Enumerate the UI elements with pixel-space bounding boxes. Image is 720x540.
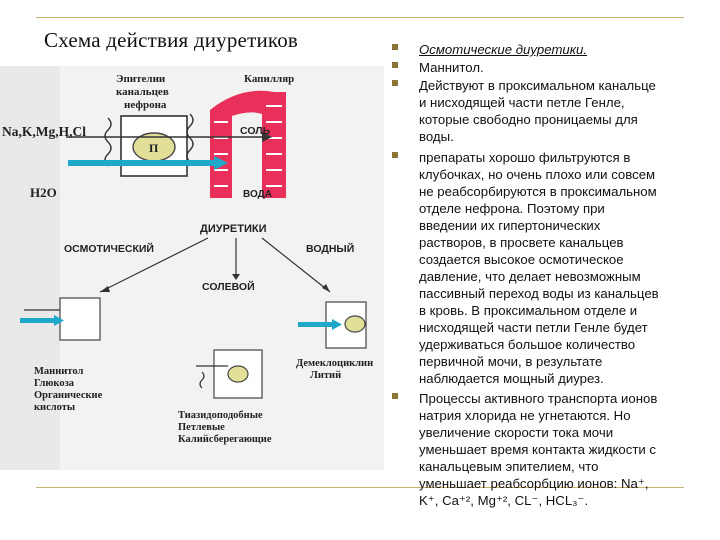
diuretics-label: ДИУРЕТИКИ — [200, 223, 267, 235]
right-group-1: Демеклоциклин — [296, 358, 373, 369]
middle-group-1: Тиазидоподобные — [178, 410, 263, 421]
diuretics-diagram: Эпителии канальцев нефрона Капилляр Na,K… — [0, 66, 384, 470]
bullet-4-line: давление, что делает невозможным — [419, 269, 641, 284]
capillary-label: Капилляр — [244, 73, 294, 85]
bullet-text-5: Процессы активного транспорта ионов натр… — [419, 390, 689, 509]
bullet-marker — [392, 44, 398, 50]
bullet-4-line: пассивный переход воды из канальцев — [419, 286, 659, 301]
bullet-5-line: K⁺, Ca⁺², Mg⁺², CL⁻, HCL₃⁻. — [419, 493, 589, 508]
slide-title: Схема действия диуретиков — [44, 28, 299, 52]
bullet-4-line: клубочках, но очень плохо или совсем — [419, 167, 656, 182]
middle-group-2: Петлевые — [178, 422, 225, 433]
bullet-text-1: Осмотические диуретики. — [419, 42, 587, 57]
epithelium-label-2: канальцев — [116, 86, 169, 98]
bullet-text-4: препараты хорошо фильтруются в клубочках… — [419, 149, 689, 387]
saline-label: СОЛЕВОЙ — [202, 280, 255, 293]
bullet-3-line: и нисходящей части петле Генле, — [419, 95, 625, 110]
bullet-marker — [392, 80, 398, 86]
bullet-text-2: Маннитол. — [419, 60, 484, 75]
bullet-marker — [392, 62, 398, 68]
bullet-4-line: нисходящей части петли Генле будет — [419, 320, 648, 335]
bullet-text-3: Действуют в проксимальном канальце и нис… — [419, 77, 689, 145]
bullet-4-line: не реабсорбируются в проксимальном — [419, 184, 657, 199]
left-group-2: Глюкоза — [34, 378, 75, 389]
bullet-3-line: воды. — [419, 129, 454, 144]
salt-label: СОЛЬ — [240, 125, 271, 137]
right-group-2: Литий — [310, 370, 341, 381]
bullet-5-line: натрия хлорида не угнетаются. Но — [419, 408, 631, 423]
bullet-4-line: наблюдается мощный диурез. — [419, 371, 604, 386]
bullet-4-line: удерживаться большое количество — [419, 337, 636, 352]
bullet-4-line: препараты хорошо фильтруются в — [419, 150, 631, 165]
cell-label: П — [149, 141, 159, 155]
bullet-3-line: Действуют в проксимальном канальце — [419, 78, 656, 93]
water-label: H2O — [30, 185, 57, 200]
left-group-1: Маннитол — [34, 366, 83, 377]
frame-bottom-line — [36, 487, 684, 488]
epithelium-label-1: Эпителии — [116, 73, 166, 85]
left-group-3: Органические — [34, 390, 103, 401]
bullet-4-line: создается высокое осмотическое — [419, 252, 624, 267]
bullet-4-line: в кровь. В проксимальном отделе и — [419, 303, 638, 318]
bullet-5-line: Процессы активного транспорта ионов — [419, 391, 658, 406]
water-cap-label: ВОДА — [243, 189, 272, 200]
osmotic-label: ОСМОТИЧЕСКИЙ — [64, 242, 154, 255]
left-cell — [59, 297, 101, 341]
bullet-4-line: отделе нефрона. Поэтому при — [419, 201, 605, 216]
left-group-4: кислоты — [34, 402, 75, 413]
middle-group-3: Калийсберегающие — [178, 434, 272, 445]
bullet-4-line: введении их гипертонических — [419, 218, 601, 233]
epithelium-label-3: нефрона — [124, 99, 167, 111]
bullet-marker — [392, 393, 398, 399]
bullet-marker — [392, 152, 398, 158]
bullet-5-line: увеличение скорости тока мочи — [419, 425, 614, 440]
bullet-4-line: растворов, в просвете канальцев — [419, 235, 624, 250]
frame-top-line — [36, 17, 684, 18]
bullet-4-line: первичной мочи, в результате — [419, 354, 603, 369]
bullet-5-line: уменьшает реабсорбцию ионов: Na⁺, — [419, 476, 649, 491]
capillary-tube — [210, 90, 286, 198]
ions-label: Na,K,Mg,H,Cl — [2, 124, 86, 139]
bullet-3-line: которые свободно проницаемы для — [419, 112, 638, 127]
water-arrow — [68, 160, 214, 166]
bullet-5-line: уменьшает время контакта жидкости с — [419, 442, 657, 457]
diagram-background — [0, 66, 384, 470]
bullet-5-line: канальцевым эпителием, что — [419, 459, 599, 474]
aqueous-label: ВОДНЫЙ — [306, 242, 354, 255]
